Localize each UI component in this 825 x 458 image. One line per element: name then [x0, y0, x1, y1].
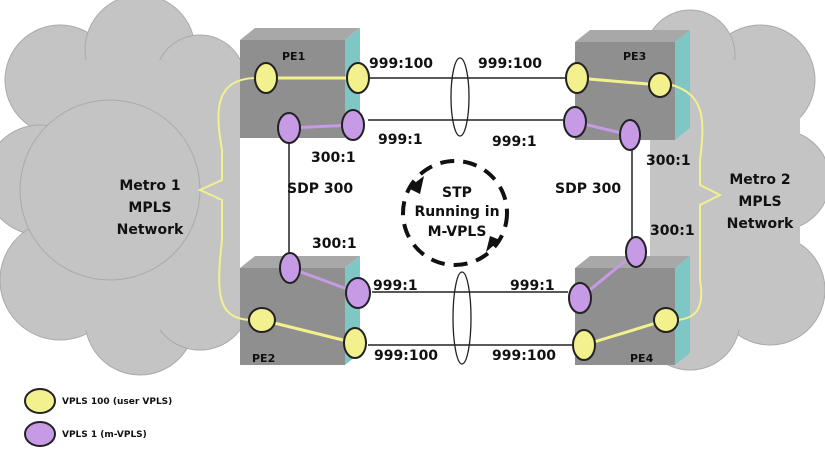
- sdp-right-label: SDP 300: [555, 181, 621, 197]
- stp-arrow-icon-2: [486, 236, 500, 252]
- stp-arrow-icon: [408, 176, 424, 194]
- sap-ovals: [248, 62, 679, 361]
- sdp-right-top-label: 300:1: [646, 153, 691, 169]
- svg-text:M-VPLS: M-VPLS: [428, 224, 487, 240]
- svg-text:Metro 2: Metro 2: [729, 172, 790, 188]
- legend-user-vpls-label: VPLS 100 (user VPLS): [62, 397, 172, 407]
- bottom-bundle-ellipse: [452, 271, 472, 365]
- svg-text:STP: STP: [442, 185, 472, 201]
- legend-m-vpls-swatch: [24, 421, 56, 447]
- metro2-label: Metro 2 MPLS Network: [727, 172, 794, 232]
- legend-user-vpls-swatch: [24, 388, 56, 414]
- svg-text:MPLS: MPLS: [738, 194, 781, 210]
- bottom-m-left-label: 999:1: [373, 278, 418, 294]
- bottom-user-left-label: 999:100: [374, 348, 438, 364]
- svg-text:Metro 1: Metro 1: [119, 178, 180, 194]
- pe1-label: PE1: [282, 50, 305, 63]
- sdp-left-bottom-label: 300:1: [312, 236, 357, 252]
- metro1-cloud: [0, 0, 251, 376]
- sdp-left-label: SDP 300: [287, 181, 353, 197]
- top-user-right-label: 999:100: [478, 56, 542, 72]
- svg-text:Running in: Running in: [414, 204, 499, 220]
- metro1-label: Metro 1 MPLS Network: [117, 178, 184, 238]
- top-m-right-label: 999:1: [492, 134, 537, 150]
- pe3-label: PE3: [623, 50, 646, 63]
- pe4-label: PE4: [630, 352, 654, 365]
- svg-text:Network: Network: [117, 222, 184, 238]
- legend-m-vpls-label: VPLS 1 (m-VPLS): [62, 430, 147, 440]
- bottom-user-right-label: 999:100: [492, 348, 556, 364]
- top-bundle-ellipse: [450, 57, 470, 137]
- sdp-right-bottom-label: 300:1: [650, 223, 695, 239]
- top-user-left-label: 999:100: [369, 56, 433, 72]
- legend: VPLS 100 (user VPLS) VPLS 1 (m-VPLS): [24, 388, 172, 447]
- top-m-left-label: 999:1: [378, 132, 423, 148]
- svg-text:Network: Network: [727, 216, 794, 232]
- svg-text:MPLS: MPLS: [128, 200, 171, 216]
- stp-loop-circle: [401, 159, 509, 267]
- sdp-left-top-label: 300:1: [311, 150, 356, 166]
- bottom-m-right-label: 999:1: [510, 278, 555, 294]
- stp-label: STP Running in M-VPLS: [414, 185, 499, 240]
- pe2-label: PE2: [252, 352, 275, 365]
